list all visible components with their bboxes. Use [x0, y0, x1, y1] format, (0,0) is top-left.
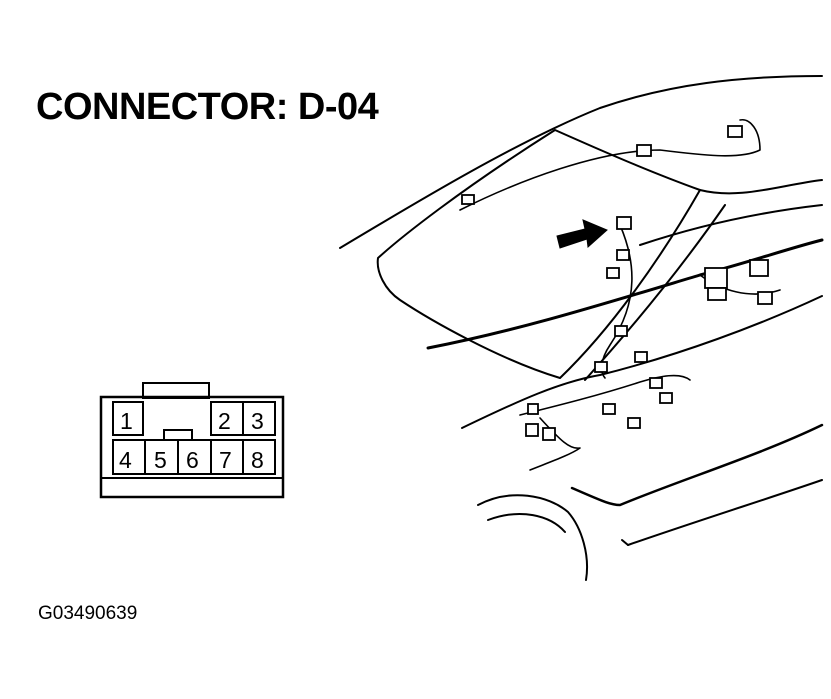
- harness-connector: [602, 403, 616, 415]
- target-connector-d04: [616, 216, 632, 230]
- diagram-title: CONNECTOR: D-04: [36, 86, 379, 128]
- wheel-arch-inner: [487, 513, 566, 533]
- harness-connector: [757, 291, 773, 305]
- roof-rail: [639, 204, 823, 246]
- wheel-arch: [477, 494, 588, 581]
- windshield: [376, 129, 701, 379]
- harness-connector: [634, 351, 648, 363]
- lower-body-line: [627, 479, 823, 546]
- harness-connector: [527, 403, 539, 415]
- figure-code: G03490639: [38, 603, 138, 624]
- harness-connector: [614, 325, 628, 337]
- location-arrow-icon: [556, 219, 608, 249]
- harness-connector: [704, 267, 728, 289]
- harness-connector: [727, 125, 743, 138]
- cowl-line: [461, 295, 823, 429]
- a-pillar-upper: [699, 179, 823, 195]
- harness-connector: [649, 377, 663, 389]
- connector-face: [99, 382, 285, 499]
- vehicle-outline: [339, 75, 824, 581]
- harness-connector: [707, 287, 727, 301]
- harness-connector: [594, 361, 608, 373]
- pin-cell-3: [242, 401, 276, 436]
- harness-connector: [606, 267, 620, 279]
- pin-label-2: 2: [218, 408, 231, 434]
- headliner-harness: [459, 119, 761, 211]
- harness-connector: [749, 259, 769, 277]
- pin-cell-1: [112, 401, 144, 436]
- pin-label-3: 3: [251, 408, 264, 434]
- harness-connector: [542, 427, 556, 441]
- connector-body: [99, 395, 285, 499]
- pin-label-8: 8: [251, 447, 264, 473]
- body-side-line: [570, 423, 824, 507]
- connector-key-notch: [163, 429, 193, 440]
- pin-label-7: 7: [219, 447, 232, 473]
- harness-connector: [461, 194, 475, 205]
- dashboard-upper: [426, 238, 824, 350]
- pin-label-4: 4: [119, 447, 132, 473]
- harness-connector: [627, 417, 641, 429]
- harness-connector: [616, 249, 630, 261]
- dash-harness: [519, 374, 691, 416]
- harness-connector: [659, 392, 673, 404]
- harness-connector: [525, 423, 539, 437]
- roof-line: [339, 75, 823, 249]
- harness-connectors: [461, 125, 773, 441]
- pin-label-6: 6: [186, 447, 199, 473]
- pin-labels: 1 2 3 4 5 6 7 8: [119, 408, 264, 473]
- pin-label-5: 5: [154, 447, 167, 473]
- pin-cell-8: [242, 439, 276, 475]
- harness-connector: [636, 144, 652, 157]
- pin-label-1: 1: [120, 408, 133, 434]
